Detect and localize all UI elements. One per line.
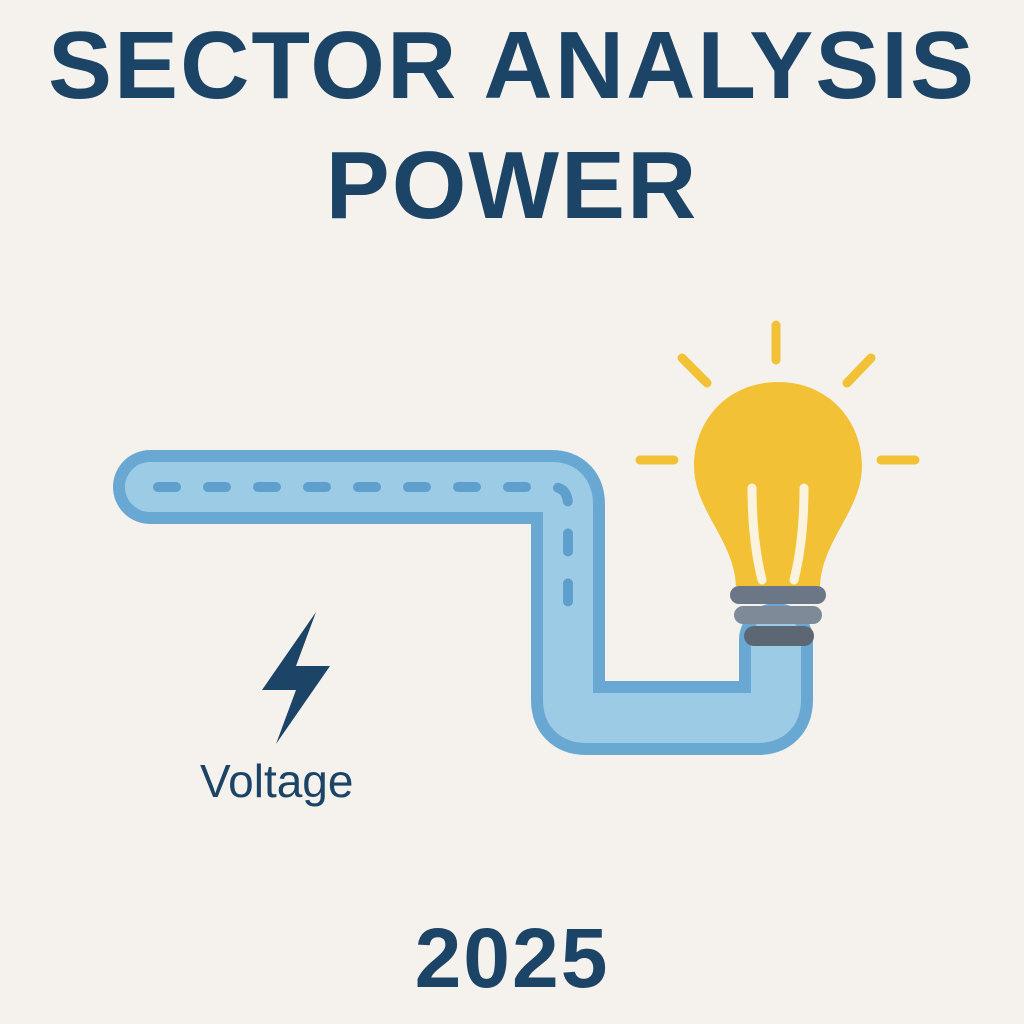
bulb-base-middle	[734, 606, 822, 624]
light-bulb-icon	[694, 382, 862, 646]
bulb-base-bottom	[744, 626, 814, 646]
light-rays-icon	[635, 320, 920, 465]
bulb-filament	[747, 483, 809, 585]
voltage-label: Voltage	[200, 755, 354, 807]
page-title-line-2: POWER	[325, 132, 699, 239]
cable-dashes	[153, 482, 573, 635]
year-label: 2025	[414, 911, 610, 1005]
power-cable	[113, 450, 813, 755]
bulb-base-collar	[730, 586, 826, 604]
lightning-bolt-icon	[262, 612, 330, 744]
page-title-line-1: SECTOR ANALYSIS	[48, 12, 976, 119]
